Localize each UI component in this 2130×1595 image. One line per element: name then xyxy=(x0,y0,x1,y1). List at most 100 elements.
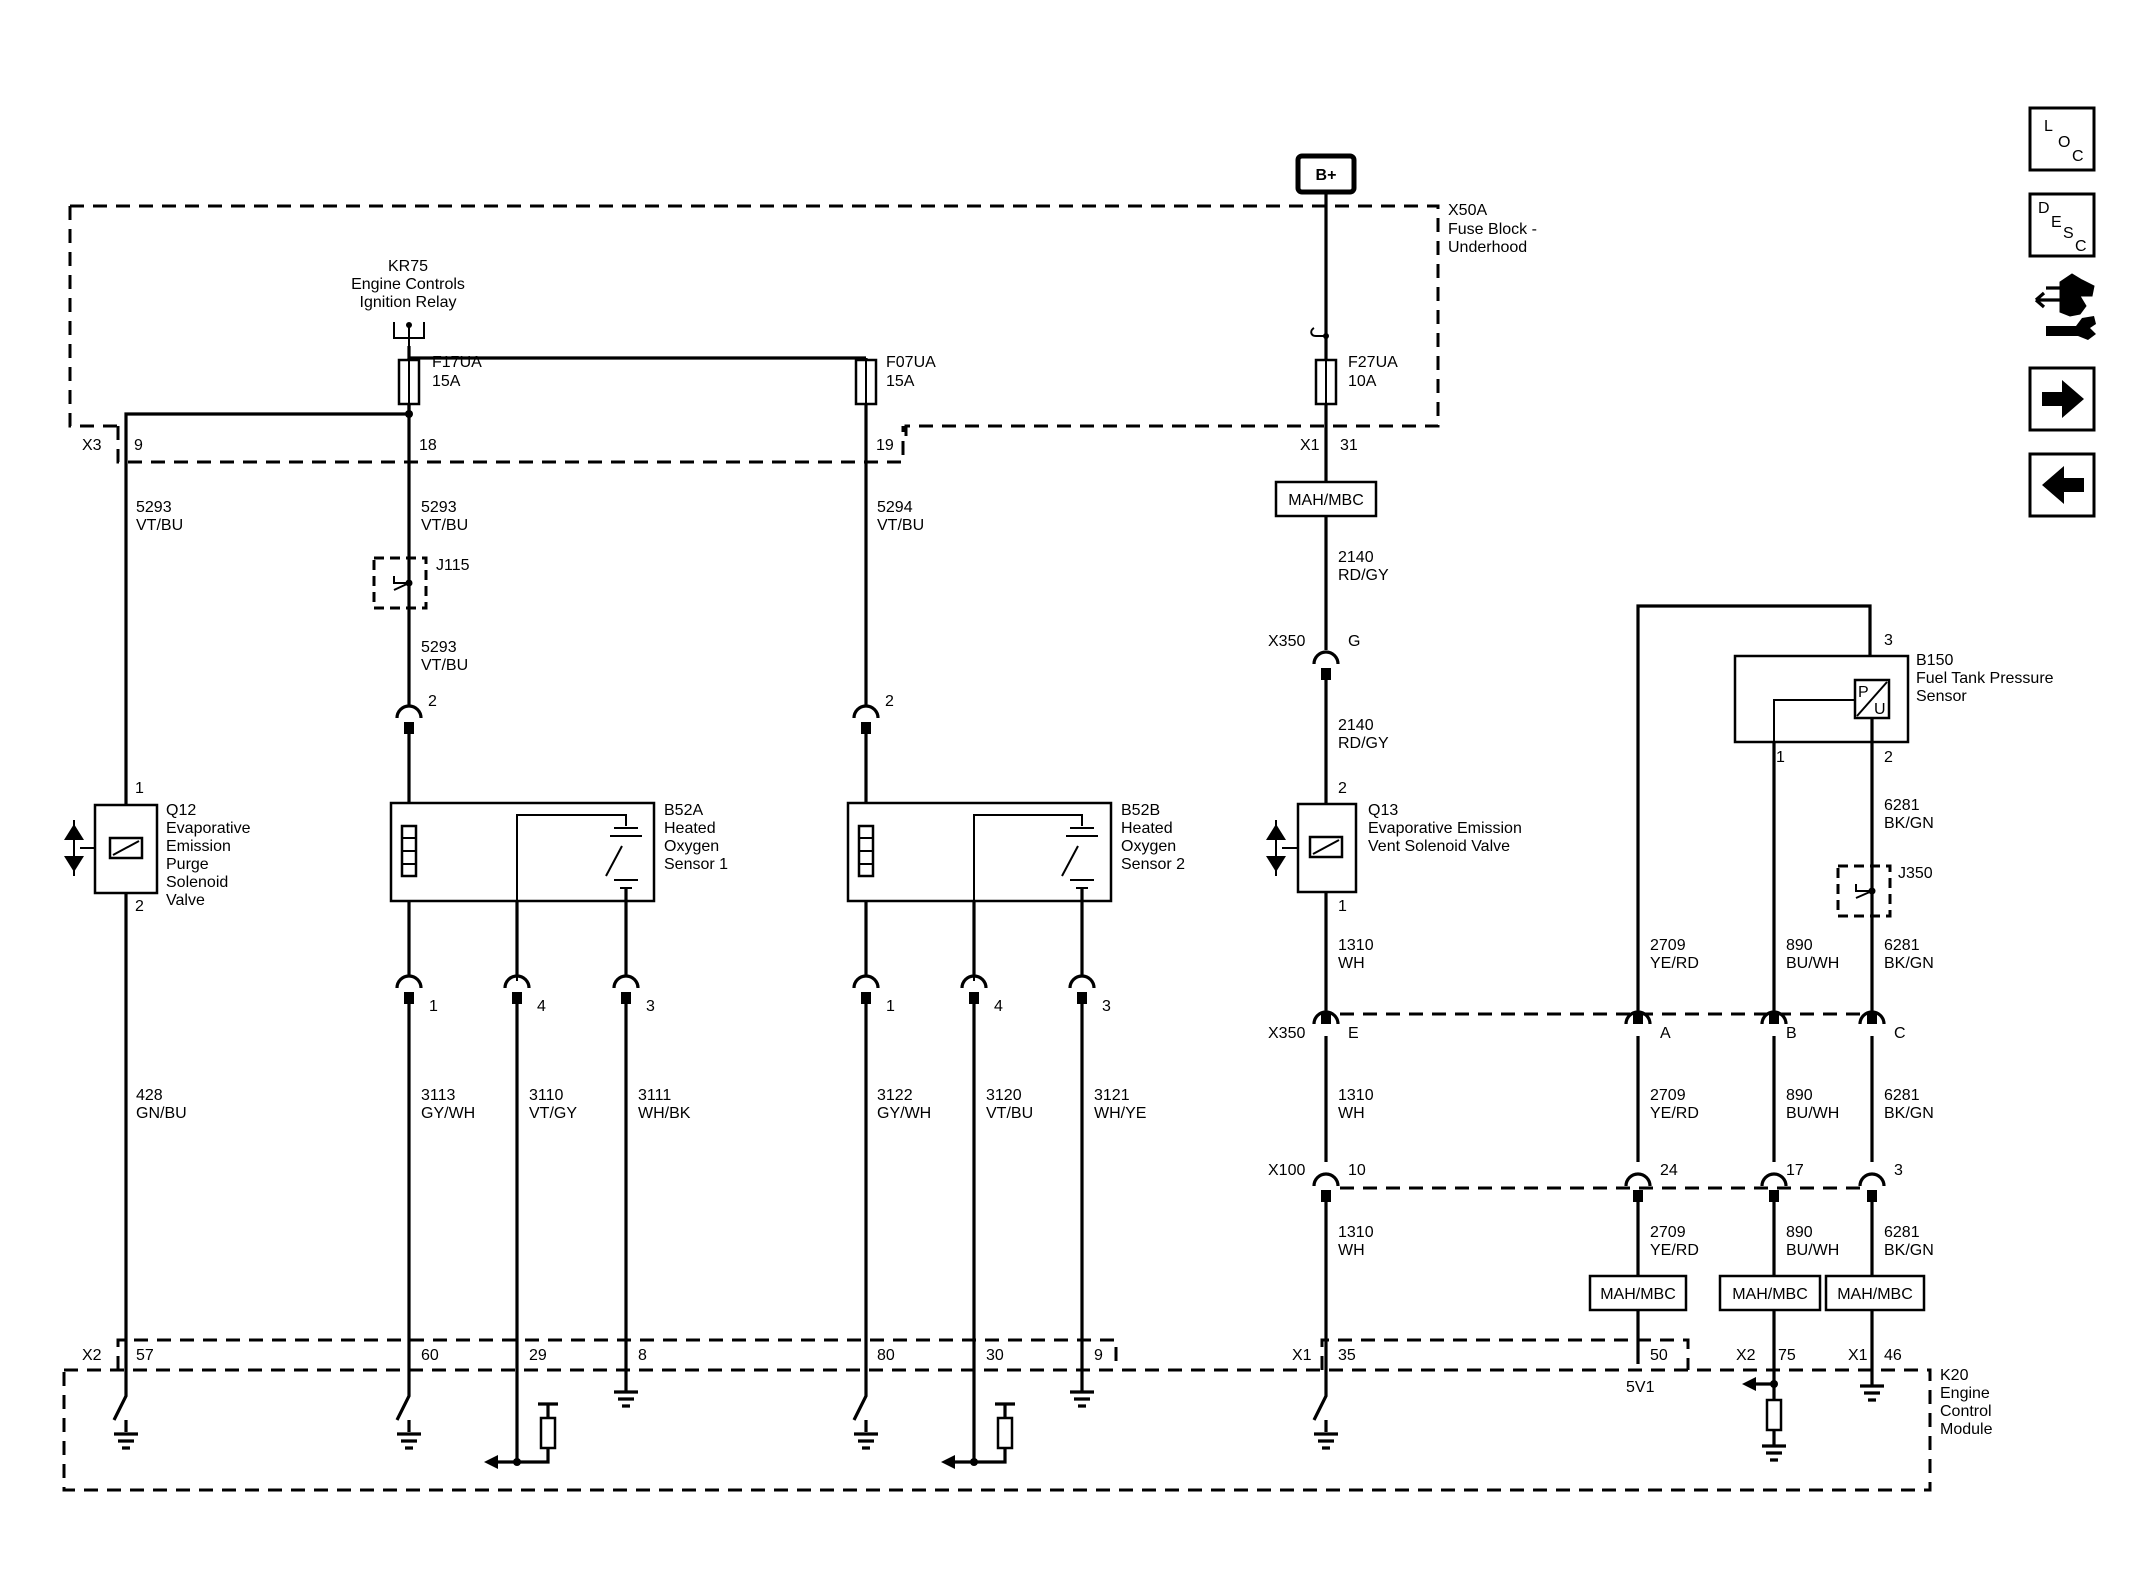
battery-positive-source: B+ xyxy=(1295,153,1357,195)
q12-line-1: Evaporative xyxy=(166,820,251,837)
wire-3110-circuit: 3110 xyxy=(529,1087,564,1104)
wire-3111-circuit: 3111 xyxy=(638,1087,671,1104)
splice-j350 xyxy=(1836,864,1892,918)
fuse-f07ua-id: F07UA xyxy=(886,354,936,371)
wire-6281-circuit-4: 6281 xyxy=(1884,1224,1920,1241)
option-box-mah-mbc-1: MAH/MBC xyxy=(1274,480,1378,518)
b52b-id: B52B xyxy=(1121,802,1160,819)
desc-button[interactable]: D E S C xyxy=(2028,192,2096,258)
relay-name-line2: Ignition Relay xyxy=(360,294,457,311)
q12-line-2: Emission xyxy=(166,838,231,855)
b150-line-2: Sensor xyxy=(1916,688,1967,705)
q12-id: Q12 xyxy=(166,802,196,819)
k20-line-1: Engine xyxy=(1940,1385,1990,1402)
b52b-oxygen-sensor xyxy=(846,801,1113,981)
connector-wrench-button[interactable] xyxy=(2034,273,2096,340)
q13-line-2: Vent Solenoid Valve xyxy=(1368,838,1510,855)
wire-1310-circuit-2: 1310 xyxy=(1338,1087,1374,1104)
k20-x2-connector xyxy=(116,1338,1118,1370)
k20-x2-label: X2 xyxy=(82,1347,102,1364)
wire-3120-circuit: 3120 xyxy=(986,1087,1022,1104)
relay-name-line1: Engine Controls xyxy=(351,276,465,293)
desc-letter-3: S xyxy=(2063,225,2074,242)
splice-j115 xyxy=(372,556,428,610)
splice-j115-id: J115 xyxy=(436,557,470,574)
wire-3122-color: GY/WH xyxy=(877,1105,931,1122)
wire-1310-color-3: WH xyxy=(1338,1242,1365,1259)
fuse-f17ua-rating: 15A xyxy=(432,373,461,390)
wire-5294-color: VT/BU xyxy=(877,517,924,534)
x350-pin-a: A xyxy=(1660,1025,1671,1042)
q13-pin-top: 2 xyxy=(1338,780,1347,797)
k20-ground-symbols xyxy=(614,1384,1884,1408)
q12-line-4: Solenoid xyxy=(166,874,228,891)
inline-connector-b52a-top xyxy=(395,704,423,734)
wire-6281-circuit-3: 6281 xyxy=(1884,1087,1920,1104)
k20-low-side-drivers xyxy=(112,1390,1338,1450)
fuse-f27ua-id: F27UA xyxy=(1348,354,1398,371)
k20-5v-reference: 5V1 xyxy=(1626,1379,1655,1396)
wire-2709-circuit-3: 2709 xyxy=(1650,1224,1686,1241)
b52b-pin-3: 3 xyxy=(1102,998,1111,1015)
fuse-f07ua xyxy=(854,358,878,406)
q13-id: Q13 xyxy=(1368,802,1398,819)
fuse-block-name-line1: Fuse Block - xyxy=(1448,221,1537,238)
option-label-3: MAH/MBC xyxy=(1732,1286,1808,1303)
inline-connector-x350-g xyxy=(1312,650,1340,680)
wire-3113-circuit: 3113 xyxy=(421,1087,456,1104)
q13-vent-solenoid-valve xyxy=(1266,802,1358,894)
next-page-button[interactable] xyxy=(2028,366,2096,432)
b52b-pin-top: 2 xyxy=(885,693,894,710)
b150-line-1: Fuel Tank Pressure xyxy=(1916,670,2054,687)
option-label-4: MAH/MBC xyxy=(1837,1286,1913,1303)
inline-connectors-b52a-bottom xyxy=(395,974,640,1004)
b52a-pin-4: 4 xyxy=(537,998,546,1015)
fuse-block-name-line2: Underhood xyxy=(1448,239,1527,256)
q12-solenoid-valve xyxy=(64,803,159,895)
k20-line-3: Module xyxy=(1940,1421,1993,1438)
b150-pressure-sensor: P U xyxy=(1733,654,1910,744)
q13-line-1: Evaporative Emission xyxy=(1368,820,1522,837)
wire-2140-color-1: RD/GY xyxy=(1338,567,1389,584)
fuse-block-outline xyxy=(68,204,1440,440)
wire-5293-circuit-1: 5293 xyxy=(136,499,172,516)
wire-428-circuit: 428 xyxy=(136,1087,163,1104)
x350-row-label: X350 xyxy=(1268,1025,1305,1042)
q13-pin-bottom: 1 xyxy=(1338,898,1347,915)
wire-5293-color-1: VT/BU xyxy=(136,517,183,534)
b52b-line-1: Heated xyxy=(1121,820,1173,837)
wire-3122-circuit: 3122 xyxy=(877,1087,913,1104)
splice-j350-id: J350 xyxy=(1898,865,1933,882)
k20-line-2: Control xyxy=(1940,1403,1992,1420)
wire-890-color-2: BU/WH xyxy=(1786,1105,1839,1122)
k20-pin-8: 8 xyxy=(638,1347,647,1364)
wire-2709-circuit-2: 2709 xyxy=(1650,1087,1686,1104)
fuse-block-id: X50A xyxy=(1448,202,1487,219)
x350-g-pin: G xyxy=(1348,633,1360,650)
wire-1310-circuit-1: 1310 xyxy=(1338,937,1374,954)
b150-pin-2: 2 xyxy=(1884,749,1893,766)
b150-pin-1: 1 xyxy=(1776,749,1785,766)
fuse-f17ua-id: F17UA xyxy=(432,354,482,371)
loc-letter-2: O xyxy=(2058,134,2070,151)
fuse-block-x3-connector xyxy=(116,426,905,464)
k20-pin-60: 60 xyxy=(421,1347,439,1364)
x1-fuse-pin-31: 31 xyxy=(1340,437,1358,454)
option-box-mah-mbc-2: MAH/MBC xyxy=(1588,1274,1688,1312)
wire-1310-color-2: WH xyxy=(1338,1105,1365,1122)
k20-pin-35: 35 xyxy=(1338,1347,1356,1364)
loc-button[interactable]: L O C xyxy=(2028,106,2096,172)
x350-pin-e: E xyxy=(1348,1025,1359,1042)
wire-2709-color-2: YE/RD xyxy=(1650,1105,1699,1122)
option-label-2: MAH/MBC xyxy=(1600,1286,1676,1303)
b52b-pin-4: 4 xyxy=(994,998,1003,1015)
b150-symbol-u: U xyxy=(1874,701,1886,718)
k20-pin-9: 9 xyxy=(1094,1347,1103,1364)
previous-page-button[interactable] xyxy=(2028,452,2096,518)
wire-890-color-1: BU/WH xyxy=(1786,955,1839,972)
desc-letter-4: C xyxy=(2075,238,2087,255)
b52b-line-2: Oxygen xyxy=(1121,838,1176,855)
arrow-right-icon xyxy=(2042,380,2084,418)
b52a-id: B52A xyxy=(664,802,703,819)
